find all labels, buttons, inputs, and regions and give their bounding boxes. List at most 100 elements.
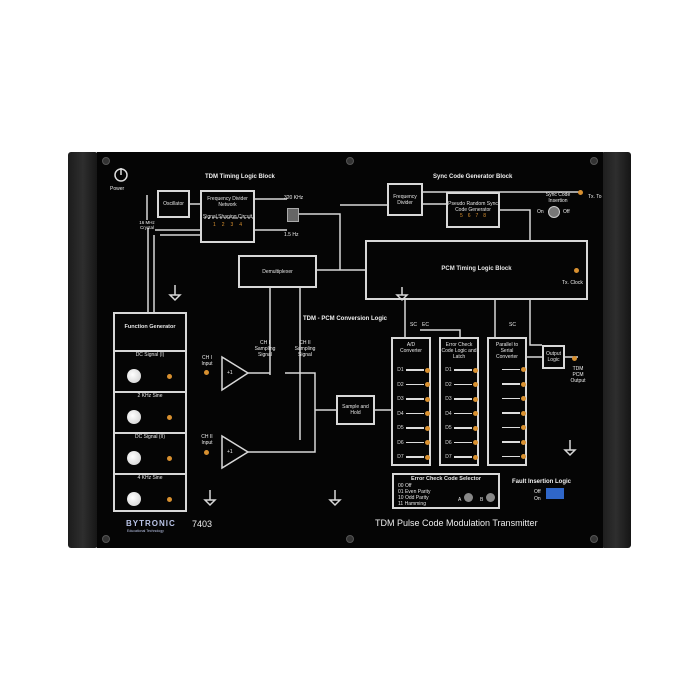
bit-jack[interactable] — [521, 381, 526, 387]
bit-wire — [454, 427, 472, 429]
ch2-input-jack[interactable] — [204, 450, 209, 455]
bit-row: D5 — [396, 425, 430, 431]
dc1-knob[interactable] — [127, 369, 141, 383]
fg-section-dc2: DC Signal (II) — [115, 434, 185, 475]
pin-1[interactable]: 1 — [212, 222, 216, 228]
selector-option: 10 Odd Parity — [398, 494, 429, 501]
dc1-jack[interactable] — [167, 374, 172, 379]
pin-6[interactable]: 6 — [467, 213, 471, 219]
bit-jack[interactable] — [521, 439, 526, 445]
switch-a[interactable] — [464, 493, 473, 502]
tx-clock-jack[interactable] — [574, 268, 579, 273]
parallel-serial-block: Parallel to Serial Converter — [487, 337, 527, 466]
conversion-title: TDM - PCM Conversion Logic — [303, 316, 387, 322]
bit-row: D4 — [396, 411, 430, 417]
selector-title: Error Check Code Selector — [411, 476, 481, 482]
bit-jack[interactable] — [521, 454, 526, 459]
pin-7[interactable]: 7 — [475, 213, 479, 219]
bit-jack[interactable] — [521, 410, 526, 416]
frequency-divider-network: Frequency Divider Network Signal Shaping… — [200, 190, 255, 243]
ch1-input-jack[interactable] — [204, 370, 209, 375]
bit-label: D4 — [397, 410, 404, 417]
bit-jack[interactable] — [425, 411, 430, 416]
bit-wire — [454, 456, 472, 458]
bit-wire — [502, 383, 520, 385]
pcm-output-label: TDM PCM Output — [570, 366, 586, 384]
bit-jack[interactable] — [521, 425, 526, 430]
sync-insertion-toggle[interactable] — [548, 206, 560, 218]
bit-jack[interactable] — [425, 367, 430, 373]
bit-wire — [454, 383, 472, 386]
fault-dip-switch[interactable] — [546, 488, 564, 499]
sync-block-title: Sync Code Generator Block — [433, 174, 513, 180]
prbs-label: Pseudo Random Sync Code Generator — [448, 201, 498, 213]
bit-jack[interactable] — [521, 396, 526, 401]
function-generator-panel: Function Generator DC Signal (I) 2 KHz S… — [113, 312, 187, 512]
bit-jack[interactable] — [473, 382, 478, 387]
bit-wire — [502, 441, 520, 443]
fg-section-2khz: 2 KHz Sine — [115, 393, 185, 434]
bit-row: D4 — [444, 411, 478, 417]
dc2-jack[interactable] — [167, 456, 172, 461]
bit-wire — [502, 455, 520, 458]
frequency-select-switch[interactable] — [287, 208, 299, 222]
tx-to-jack[interactable] — [578, 190, 583, 195]
screw — [346, 157, 354, 165]
bit-jack[interactable] — [521, 367, 526, 372]
shaping-label: Signal Shaping Circuit — [202, 214, 253, 220]
screw — [346, 535, 354, 543]
ch1-sampling-label: CH I Sampling Signal — [254, 340, 276, 358]
pin-2[interactable]: 2 — [221, 222, 225, 228]
sine4k-jack[interactable] — [167, 497, 172, 502]
bit-row — [492, 454, 526, 459]
freq-low-label: 1.5 Hz — [284, 232, 299, 238]
bit-jack[interactable] — [425, 454, 430, 460]
sine4k-knob[interactable] — [127, 492, 141, 506]
bit-jack[interactable] — [425, 440, 430, 445]
p2s-label: Parallel to Serial Converter — [495, 342, 519, 360]
bit-label: D7 — [445, 454, 452, 460]
bit-label: D6 — [445, 439, 452, 446]
output-logic-block: Output Logic — [542, 345, 565, 369]
bit-jack[interactable] — [425, 396, 430, 402]
pin-5[interactable]: 5 — [459, 213, 463, 219]
bit-jack[interactable] — [473, 411, 478, 416]
bit-jack[interactable] — [473, 425, 478, 431]
sine2k-knob[interactable] — [127, 410, 141, 424]
oscillator-block: Oscillator — [157, 190, 190, 218]
sine2k-jack[interactable] — [167, 415, 172, 420]
bit-jack[interactable] — [473, 396, 478, 402]
pcm-timing-title: PCM Timing Logic Block — [441, 266, 512, 273]
pcm-output-jack[interactable] — [572, 356, 577, 361]
model-number: 7403 — [192, 519, 213, 529]
bit-wire — [406, 369, 424, 371]
pin-4[interactable]: 4 — [239, 222, 243, 228]
function-generator-title: Function Generator — [115, 314, 185, 352]
bit-wire — [454, 412, 472, 415]
pin-3[interactable]: 3 — [230, 222, 234, 228]
dc2-knob[interactable] — [127, 451, 141, 465]
section-label: DC Signal (II) — [134, 434, 165, 440]
bit-jack[interactable] — [473, 454, 478, 460]
bit-row: D1 — [396, 367, 430, 373]
bit-row — [492, 439, 526, 445]
power-button[interactable] — [114, 168, 128, 182]
bit-jack[interactable] — [425, 425, 430, 431]
bit-jack[interactable] — [473, 440, 478, 445]
section-label: DC Signal (I) — [135, 352, 165, 358]
sc-label: SC — [410, 322, 417, 328]
switch-b[interactable] — [486, 493, 495, 502]
tx-clock-label: Tx. Clock — [562, 280, 583, 286]
bit-wire — [502, 368, 520, 371]
bit-label: D4 — [445, 410, 452, 417]
bit-jack[interactable] — [425, 382, 430, 387]
bit-label: D1 — [397, 367, 404, 373]
bit-wire — [406, 456, 424, 458]
bit-wire — [406, 398, 424, 400]
sync-on-label: On — [537, 209, 544, 215]
pin-8[interactable]: 8 — [483, 213, 487, 219]
bit-wire — [454, 398, 472, 400]
selector-option: 00 Off — [398, 482, 412, 489]
bit-jack[interactable] — [473, 367, 478, 373]
